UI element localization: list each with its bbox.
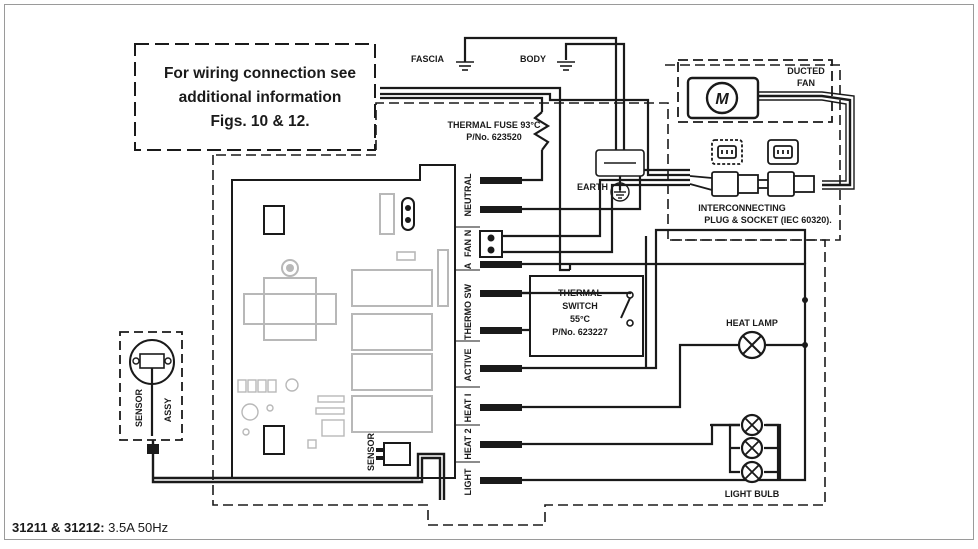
motor-cable bbox=[758, 99, 847, 182]
board-component bbox=[281, 259, 299, 277]
fan-connector-pin bbox=[487, 234, 495, 242]
wiring-main bbox=[380, 92, 690, 177]
board-component bbox=[263, 205, 285, 235]
fascia-label: FASCIA bbox=[411, 54, 445, 64]
body-ground-icon bbox=[557, 61, 575, 71]
sensor-screw bbox=[164, 357, 172, 365]
thermal-switch-box bbox=[529, 275, 644, 357]
board-component bbox=[405, 217, 411, 223]
fan-motor-icon bbox=[705, 81, 739, 115]
iec-plug-icon bbox=[767, 139, 799, 165]
terminal-thermo-sw: THERMO SW bbox=[463, 283, 473, 340]
thermo-sw-wire bbox=[522, 291, 632, 295]
junction-dot bbox=[802, 342, 808, 348]
sensor-cable-connector bbox=[147, 444, 159, 454]
earth-label: EARTH bbox=[577, 182, 608, 192]
model-spec: 3.5A 50Hz bbox=[104, 520, 169, 535]
model-caption: 31211 & 31212: 3.5A 50Hz bbox=[12, 520, 168, 535]
active-wire bbox=[522, 228, 807, 370]
light-bulbs bbox=[522, 413, 780, 484]
relays bbox=[351, 269, 433, 433]
sensor-body bbox=[139, 353, 165, 369]
fan-connector-pin bbox=[487, 246, 495, 254]
fascia-ground-icon bbox=[456, 61, 474, 71]
junction-dot bbox=[802, 297, 808, 303]
sensor-assy-box bbox=[119, 331, 183, 441]
motor-cable bbox=[758, 94, 852, 187]
sensor-board-connector bbox=[383, 442, 411, 466]
terminal-light: LIGHT bbox=[463, 468, 473, 495]
appliance-enclosure bbox=[212, 102, 826, 526]
board-component bbox=[401, 197, 415, 231]
note-line-2: additional information bbox=[179, 89, 342, 106]
ducted-fan-box bbox=[677, 59, 833, 123]
terminal-active: ACTIVE bbox=[463, 348, 473, 381]
fan-connector bbox=[479, 230, 503, 258]
terminal-fan: FAN bbox=[463, 239, 473, 257]
sensor-board-pin bbox=[376, 448, 384, 452]
heat-lamp-cross bbox=[742, 335, 762, 355]
board-sensor-label: SENSOR bbox=[366, 432, 376, 471]
fan-label: FAN bbox=[797, 78, 815, 88]
switch-contact bbox=[626, 319, 634, 327]
heat-lamp-label: HEAT LAMP bbox=[726, 318, 778, 328]
motor-cable bbox=[758, 91, 855, 190]
outer-border bbox=[4, 4, 974, 540]
thermal-switch-temp: 55°C bbox=[570, 314, 591, 324]
terminal-neutral: NEUTRAL bbox=[463, 173, 473, 216]
motor-label: M bbox=[715, 91, 729, 108]
terminal-heat1: HEAT I bbox=[463, 394, 473, 423]
interconnecting-label: INTERCONNECTING bbox=[698, 203, 786, 213]
terminal-n: N bbox=[463, 230, 473, 237]
thermal-fuse-symbol bbox=[532, 111, 551, 151]
small-components bbox=[237, 378, 345, 449]
ducted-label: DUCTED bbox=[787, 66, 825, 76]
transformer bbox=[243, 277, 337, 341]
board-component bbox=[379, 193, 395, 235]
board-component bbox=[263, 425, 285, 455]
assy-label: ASSY bbox=[163, 398, 173, 423]
sensor-cable bbox=[151, 440, 446, 500]
note-box bbox=[134, 43, 376, 151]
spade-terminals bbox=[480, 177, 522, 484]
board-component bbox=[286, 264, 294, 272]
thermal-switch-pn: P/No. 623227 bbox=[552, 327, 608, 337]
sensor-label: SENSOR bbox=[134, 388, 144, 427]
earth-ground-icon bbox=[610, 182, 630, 202]
switch-blade bbox=[620, 297, 631, 319]
board-component bbox=[405, 205, 411, 211]
model-numbers: 31211 & 31212: bbox=[12, 520, 105, 535]
terminal-heat2: HEAT 2 bbox=[463, 428, 473, 459]
thermal-fuse-pn: P/No. 623520 bbox=[466, 132, 522, 142]
sensor-screw bbox=[132, 357, 140, 365]
body-label: BODY bbox=[520, 54, 546, 64]
board-component bbox=[396, 251, 416, 261]
thermal-switch-label-2: SWITCH bbox=[562, 301, 598, 311]
light-bulb-label: LIGHT BULB bbox=[725, 489, 780, 499]
terminal-labels: NEUTRAL N FAN A THERMO SW ACTIVE HEAT I … bbox=[463, 173, 473, 495]
sensor-board-pin bbox=[376, 456, 384, 460]
interconnecting-plug bbox=[689, 171, 815, 197]
board-component bbox=[437, 249, 449, 307]
plug-socket-label: PLUG & SOCKET (IEC 60320). bbox=[704, 215, 832, 225]
note-line-1: For wiring connection see bbox=[164, 65, 356, 82]
terminal-a: A bbox=[463, 262, 473, 269]
note-line-3: Figs. 10 & 12. bbox=[210, 113, 309, 130]
iec-socket-icon bbox=[711, 139, 743, 165]
thermal-fuse-label: THERMAL FUSE 93°C bbox=[448, 120, 541, 130]
plug-socket-enclosure bbox=[665, 64, 841, 241]
